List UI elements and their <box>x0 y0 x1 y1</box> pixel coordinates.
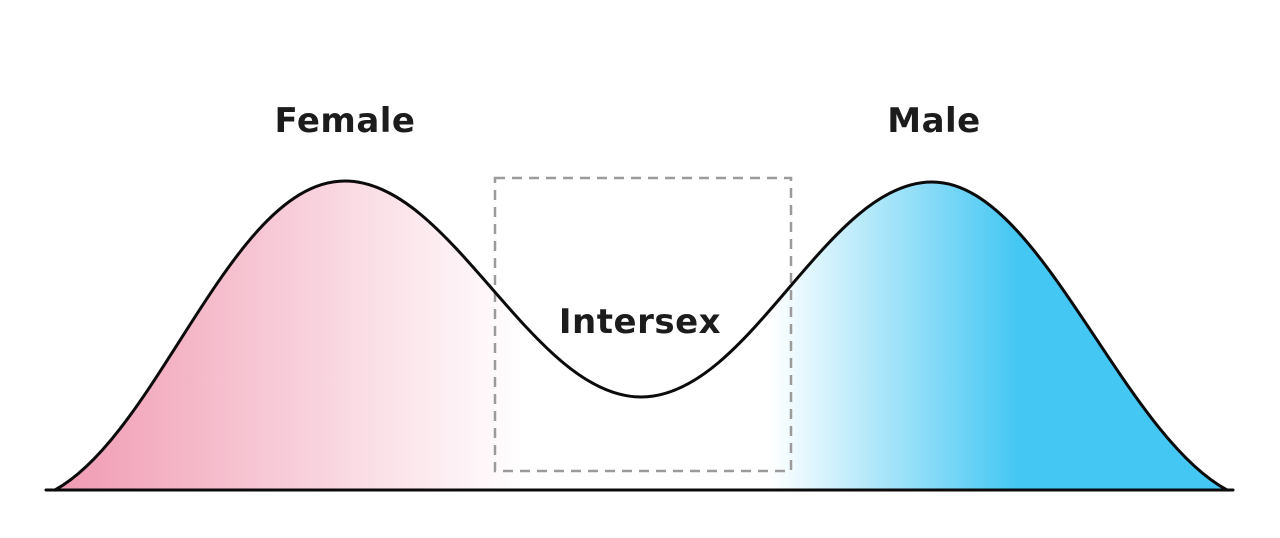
distribution-curve <box>53 179 1229 492</box>
female-label: Female <box>275 101 416 141</box>
male-label: Male <box>887 101 981 141</box>
intersex-label: Intersex <box>559 302 721 342</box>
distribution-fill <box>55 181 1227 490</box>
intersex-region-box <box>493 176 793 473</box>
